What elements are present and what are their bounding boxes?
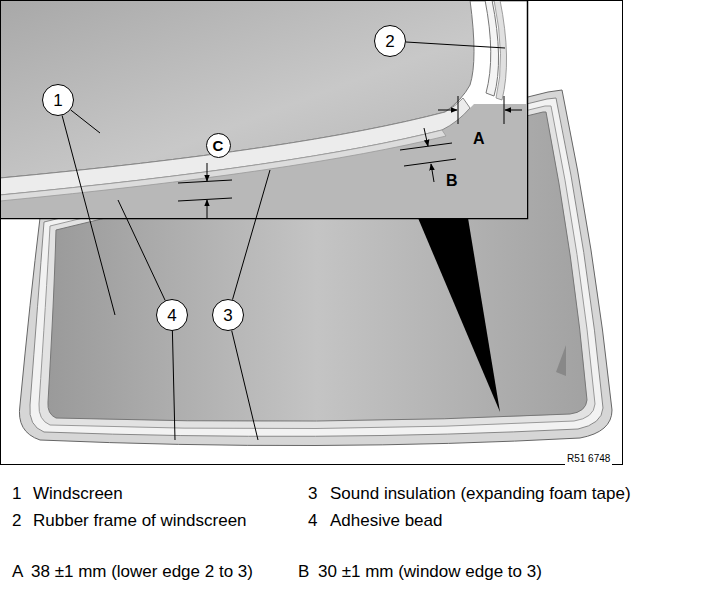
dimension-value: 30 ±1 mm (window edge to 3) <box>318 562 542 582</box>
dimension-letter: A <box>12 562 23 582</box>
leader-line <box>232 331 258 440</box>
detail-adhesive-bead <box>1 130 446 201</box>
mark-triangle <box>556 345 566 376</box>
leader-line <box>62 116 115 316</box>
leader-line <box>233 170 271 300</box>
inset-pointer <box>418 218 500 412</box>
dimension-tick <box>400 143 452 150</box>
figure-border <box>1 1 623 465</box>
legend-text: Adhesive bead <box>330 511 442 531</box>
legend-text: Windscreen <box>33 484 123 504</box>
callout-number: 1 <box>53 92 62 109</box>
callout-circle: 2 <box>374 25 406 57</box>
dimension-arrow <box>505 110 522 111</box>
callout-number: 4 <box>167 307 176 324</box>
callout-circle: 1 <box>42 84 74 116</box>
dimension-arrow <box>207 200 208 218</box>
dimension-tick <box>458 96 459 124</box>
dimension-arrow <box>424 128 428 146</box>
dimension-letter: A <box>473 130 485 148</box>
callout-circle: C <box>206 133 231 158</box>
callout-circle: 3 <box>212 299 244 331</box>
leader-line <box>406 42 505 48</box>
callout-number: 3 <box>223 307 232 324</box>
rubber-frame-edge <box>494 1 507 100</box>
dimension-letter: B <box>298 562 309 582</box>
dimension-tick <box>504 96 505 124</box>
legend-number: 2 <box>12 511 21 531</box>
callout-number: 2 <box>385 33 394 50</box>
legend-number: 4 <box>308 511 317 531</box>
dimension-tick <box>178 198 232 201</box>
figure-number: R51 6748 <box>565 453 612 465</box>
dimension-letter: B <box>446 172 458 190</box>
leader-line <box>71 110 100 133</box>
legend-number: 3 <box>308 484 317 504</box>
dimension-value: 38 ±1 mm (lower edge 2 to 3) <box>31 562 253 582</box>
dimension-arrow <box>438 110 457 111</box>
legend-text: Sound insulation (expanding foam tape) <box>330 484 631 504</box>
legend-text: Rubber frame of windscreen <box>33 511 247 531</box>
callout-number: C <box>213 138 224 153</box>
dimension-arrow <box>207 163 208 181</box>
callout-circle: 4 <box>156 299 188 331</box>
dimension-arrow <box>431 164 434 182</box>
legend-number: 1 <box>12 484 21 504</box>
dimension-tick <box>178 180 232 183</box>
leader-line <box>172 331 175 440</box>
dimension-tick <box>404 159 456 166</box>
leader-line <box>118 200 165 301</box>
